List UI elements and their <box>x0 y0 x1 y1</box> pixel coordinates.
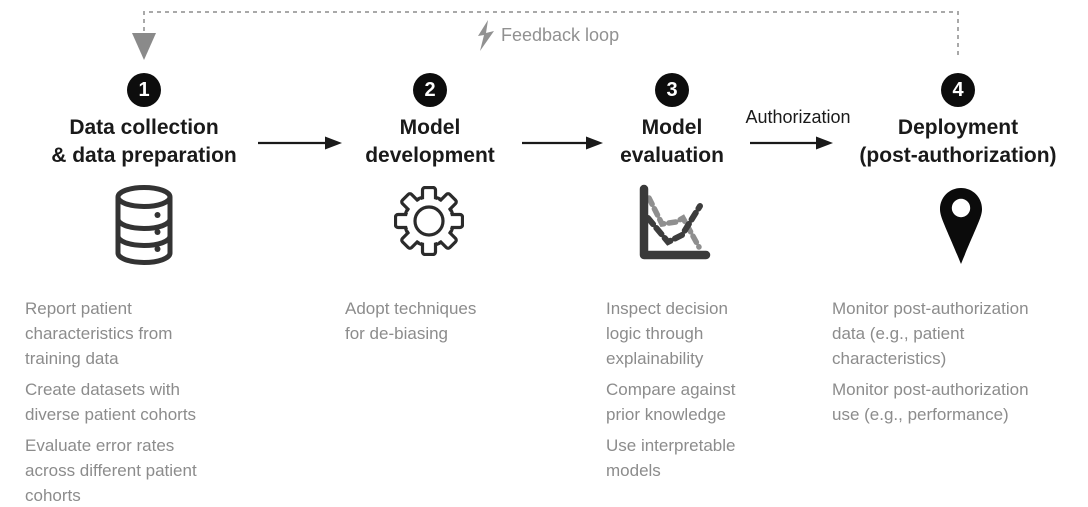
note: Use interpretable models <box>606 436 736 480</box>
step-3-badge: 3 <box>655 73 689 107</box>
step-4-notes: Monitor post-authorization data (e.g., p… <box>832 296 1082 433</box>
note: Create datasets with diverse patient coh… <box>25 380 197 424</box>
authorization-label: Authorization <box>745 107 851 127</box>
chart-line-dark <box>645 203 703 246</box>
note: Report patient characteristics from trai… <box>25 299 173 368</box>
step-4-badge: 4 <box>941 73 975 107</box>
note: Inspect decision logic through explainab… <box>606 299 728 368</box>
note: Adopt techniques for de-biasing <box>345 299 477 343</box>
lightning-bolt-icon <box>478 20 494 51</box>
step-4-title: Deployment (post-authorization) <box>859 116 1057 167</box>
map-pin-icon <box>940 188 982 264</box>
line-chart-icon <box>639 184 711 260</box>
step-3-notes: Inspect decision logic through explainab… <box>606 296 836 489</box>
step-2-title: Model development <box>365 116 495 167</box>
database-icon <box>115 185 173 265</box>
note: Compare against prior knowledge <box>606 380 736 424</box>
note: Monitor post-authorization use (e.g., pe… <box>832 380 1029 424</box>
step-1-title: Data collection & data preparation <box>51 116 237 167</box>
step-3-title: Model evaluation <box>620 116 724 167</box>
gear-icon <box>394 186 464 256</box>
step-1-badge: 1 <box>127 73 161 107</box>
step-2-badge: 2 <box>413 73 447 107</box>
feedback-arrowhead-icon <box>132 33 156 60</box>
chart-axes <box>639 184 711 260</box>
note: Evaluate error rates across different pa… <box>25 436 197 505</box>
feedback-loop-label: Feedback loop <box>501 25 620 45</box>
note: Monitor post-authorization data (e.g., p… <box>832 299 1029 368</box>
step-1-notes: Report patient characteristics from trai… <box>25 296 255 507</box>
step-2-notes: Adopt techniques for de-biasing <box>345 296 575 352</box>
